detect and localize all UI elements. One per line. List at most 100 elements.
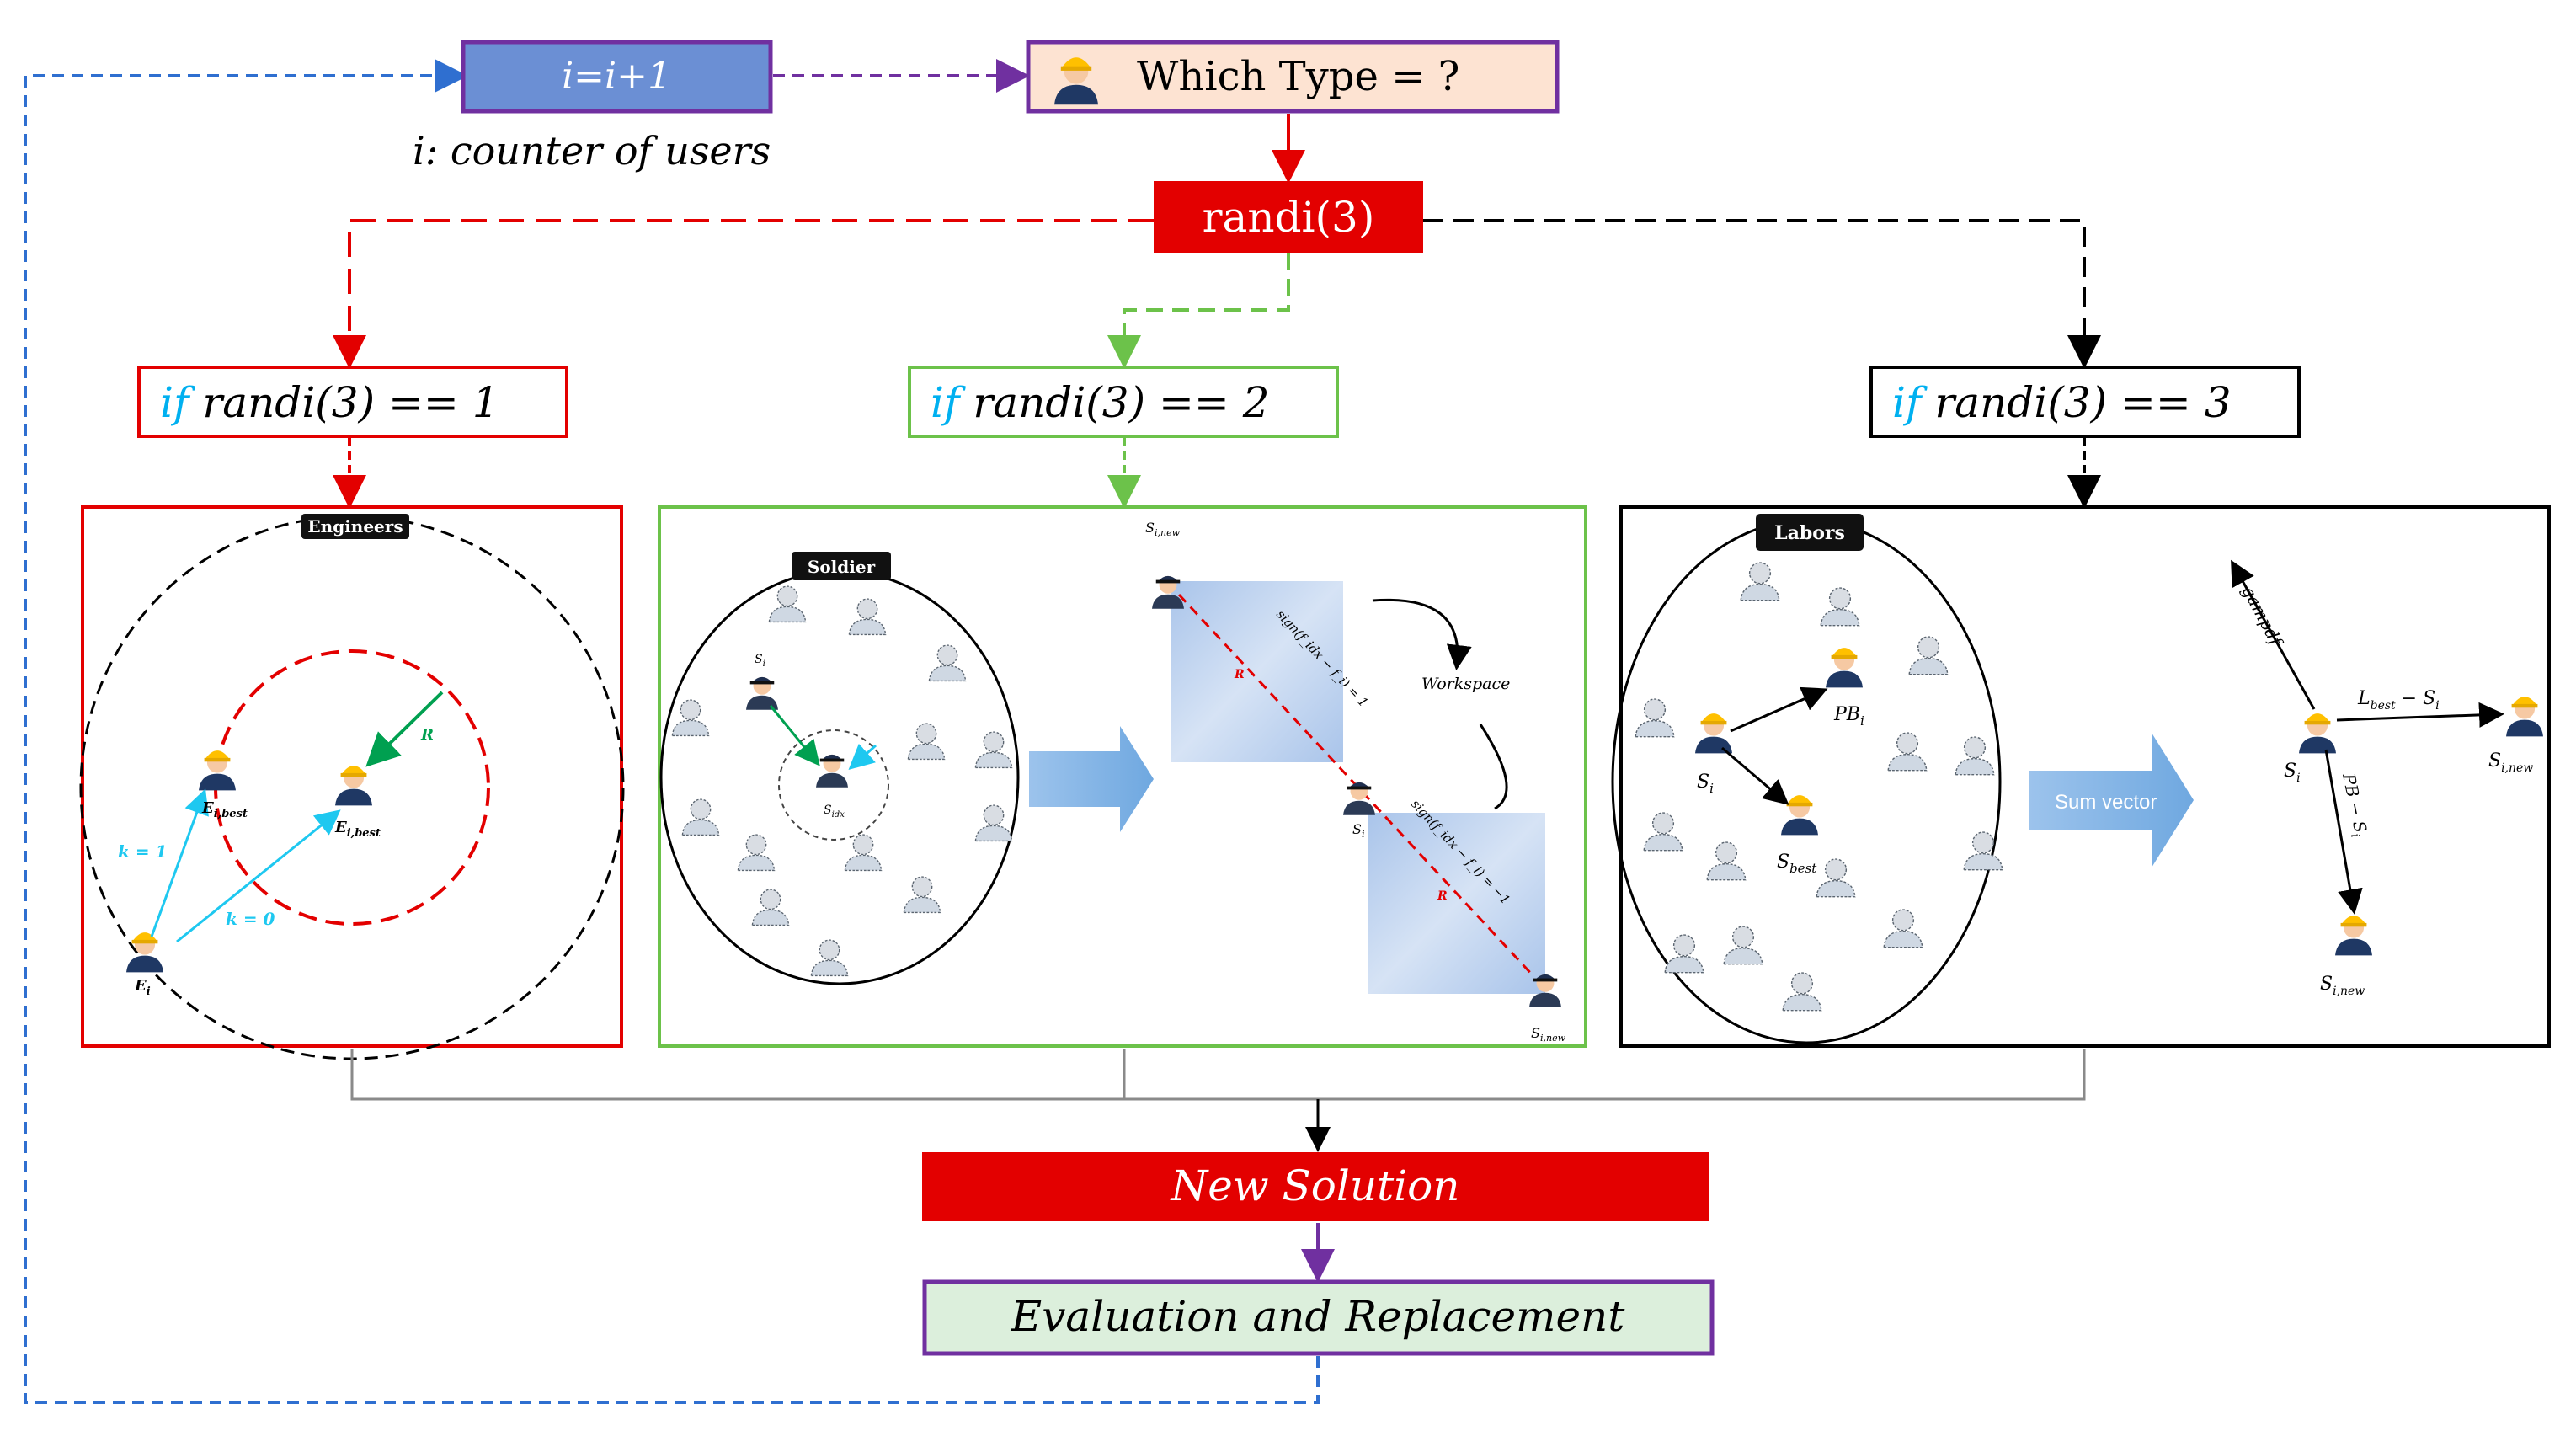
- lbest-label: L: [2357, 688, 2371, 709]
- workspace-square-bottom: [1368, 813, 1545, 994]
- counter-note: i: counter of users: [413, 128, 771, 174]
- si-mid-sub: i: [1362, 829, 1365, 840]
- k1-label: k = 1: [118, 841, 167, 862]
- feedback-loop-line: [24, 59, 1320, 1404]
- si-mid-label: S: [1352, 821, 1362, 837]
- workspace-curve-arrow: [1372, 598, 1472, 670]
- type-box-label: Which Type = ?: [1137, 53, 1459, 100]
- condition-box-2: if randi(3) == 2: [908, 366, 1339, 438]
- svg-text:Si,new: Si,new: [1145, 520, 1181, 538]
- labors-title: Labors: [1774, 522, 1845, 544]
- new-solution-label: New Solution: [1171, 1161, 1460, 1210]
- svg-text:Si: Si: [755, 653, 765, 669]
- workspace-label: Workspace: [1421, 675, 1510, 693]
- pbi-label: PB: [1833, 704, 1860, 725]
- svg-text:Lbest − Si: Lbest − Si: [2357, 688, 2440, 713]
- ei-label: E: [134, 977, 147, 995]
- snew-top-label: S: [1145, 520, 1155, 536]
- labors-panel: Labors Si PBi Sbest Sum vector: [1611, 505, 2551, 1048]
- si-left-label: S: [1697, 772, 1709, 793]
- merge-lines: [350, 1049, 2086, 1101]
- lbest-rest: − S: [2396, 688, 2436, 709]
- ebest-label-1-sub: i,best: [214, 808, 248, 820]
- svg-text:Sidx: Sidx: [824, 804, 845, 820]
- ei-label-sub: i: [147, 985, 151, 998]
- snew-right-sub: i,new: [2501, 761, 2533, 775]
- branch-1-arrow: [333, 219, 1154, 369]
- workspace-square-top: [1171, 581, 1343, 762]
- move-arrow: [848, 743, 877, 770]
- soldier-title: Soldier: [808, 557, 876, 577]
- lbest-sub: best: [2371, 699, 2396, 713]
- condition-1-expr: randi(3) == 1: [189, 378, 499, 427]
- si-right-sub: i: [2296, 772, 2300, 785]
- r-arrow: [365, 691, 444, 767]
- si-inner-label: S: [755, 653, 763, 666]
- si-inner-sub: i: [763, 659, 765, 669]
- pb-si-sub: i: [2348, 832, 2362, 839]
- soldier-panel: Soldier Si Sidx: [658, 505, 1587, 1048]
- snew-top-sub: i,new: [1155, 527, 1181, 538]
- move-arrow: [769, 705, 820, 766]
- k0-label: k = 0: [226, 909, 275, 929]
- pb-arrow: [2324, 749, 2363, 915]
- workspace-curve: [1479, 724, 1508, 810]
- pbi-sub: i: [1860, 713, 1864, 729]
- svg-text:Ei,best: Ei,best: [201, 799, 248, 820]
- ebest-label-2: E: [334, 819, 347, 836]
- condition-box-3: if randi(3) == 3: [1869, 366, 2301, 438]
- snew-bottom-sub: i,new: [1540, 1033, 1566, 1044]
- svg-text:Ei: Ei: [134, 977, 151, 998]
- svg-text:Si,new: Si,new: [2488, 750, 2533, 775]
- r-label-top: R: [1234, 668, 1245, 681]
- r-label-bottom: R: [1437, 889, 1448, 903]
- gampdf-arrow: [2231, 559, 2316, 710]
- si-right-label: S: [2284, 761, 2296, 782]
- branch-3-arrow: [1423, 219, 2101, 369]
- type-box: Which Type = ?: [1026, 40, 1560, 114]
- lbest-rest-sub: i: [2435, 699, 2439, 713]
- lbest-arrow: [2336, 702, 2504, 728]
- to-pb-arrow: [1730, 686, 1828, 733]
- svg-text:Ei,best: Ei,best: [334, 819, 381, 840]
- svg-text:Si: Si: [1352, 821, 1365, 840]
- svg-text:Si: Si: [1697, 772, 1714, 796]
- transition-arrow: [1029, 726, 1154, 832]
- condition-2-expr: randi(3) == 2: [960, 378, 1270, 427]
- sum-vector-label: Sum vector: [2055, 791, 2157, 814]
- si-left-sub: i: [1709, 781, 1714, 796]
- svg-text:Sbest: Sbest: [1777, 852, 1817, 876]
- svg-text:Si,new: Si,new: [2320, 974, 2365, 998]
- snew-bottom-label: S: [1531, 1025, 1540, 1041]
- svg-text:Si,new: Si,new: [1531, 1025, 1566, 1044]
- svg-text:if randi(3) == 3: if randi(3) == 3: [1892, 378, 2232, 427]
- sidx-label: S: [824, 804, 832, 817]
- condition-3-expr: randi(3) == 3: [1922, 378, 2232, 427]
- condition-box-1: if randi(3) == 1: [137, 366, 568, 438]
- snew-down-sub: i,new: [2333, 985, 2365, 998]
- svg-text:if randi(3) == 1: if randi(3) == 1: [160, 378, 499, 427]
- k0-arrow: [176, 809, 341, 943]
- counter-box: i=i+1: [461, 40, 773, 114]
- sidx-sub: idx: [832, 810, 845, 820]
- random-box: randi(3): [1154, 181, 1423, 253]
- ebest-label-1: E: [201, 799, 214, 817]
- engineers-panel: Engineers Ei,best Ei,best Ei k = 1 k = 0…: [79, 505, 625, 1060]
- ebest-label-2-sub: i,best: [347, 827, 381, 840]
- snew-down-label: S: [2320, 974, 2333, 995]
- random-box-label: randi(3): [1203, 193, 1375, 242]
- new-solution-box: New Solution: [922, 1152, 1709, 1221]
- sum-vector-arrow: [2029, 733, 2194, 868]
- branch-2-arrow: [1107, 253, 1290, 369]
- counter-box-label: i=i+1: [562, 55, 671, 98]
- evaluation-label: Evaluation and Replacement: [1011, 1292, 1626, 1341]
- svg-text:if randi(3) == 2: if randi(3) == 2: [931, 378, 1270, 427]
- sbest-sub: best: [1789, 861, 1817, 876]
- evaluation-box: Evaluation and Replacement: [922, 1279, 1715, 1356]
- snew-right-label: S: [2488, 750, 2501, 772]
- svg-text:Si: Si: [2284, 761, 2301, 785]
- k1-arrow: [150, 788, 209, 937]
- svg-text:PBi: PBi: [1833, 704, 1864, 729]
- engineers-title: Engineers: [307, 516, 403, 537]
